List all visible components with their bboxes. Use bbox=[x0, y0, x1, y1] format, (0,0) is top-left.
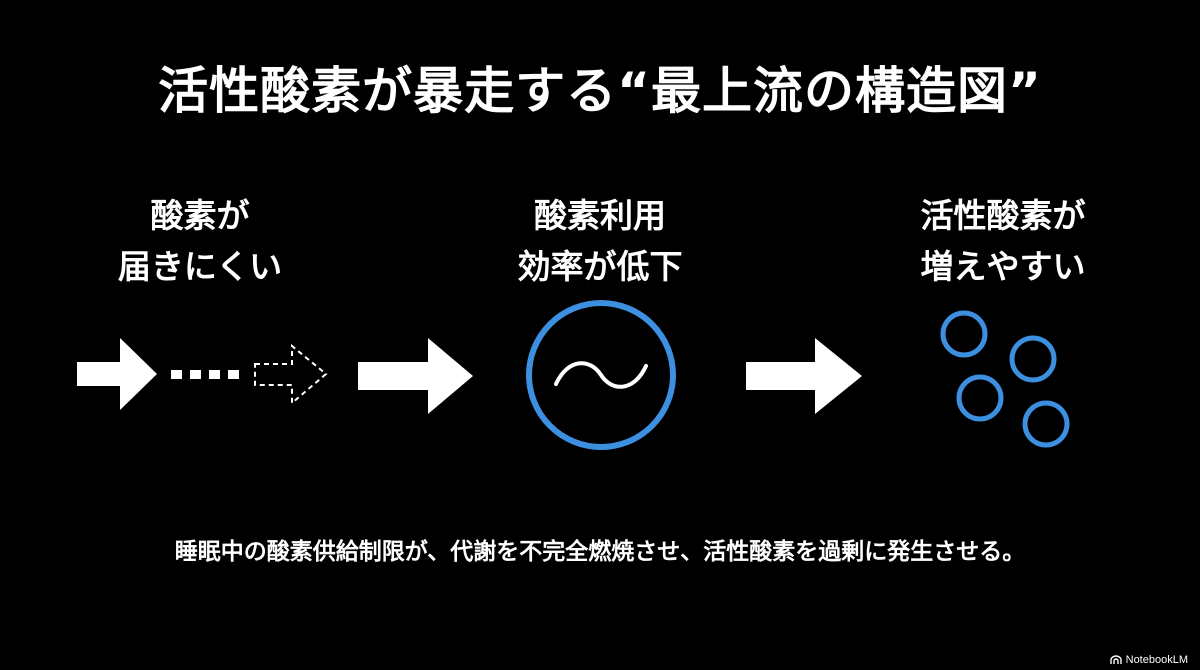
footer-brand-label: NotebookLM bbox=[1125, 654, 1188, 666]
efficiency-circle-icon bbox=[526, 300, 676, 450]
ros-bubbles-icon bbox=[940, 310, 1070, 448]
dashed-arrow-icon bbox=[254, 343, 328, 406]
bubble-icon bbox=[940, 310, 988, 358]
step-label-ros-increase: 活性酸素が 増えやすい bbox=[853, 190, 1153, 292]
arrow-icon bbox=[77, 338, 157, 410]
step-label-line: 増えやすい bbox=[920, 247, 1086, 286]
step-label-oxygen-efficiency: 酸素利用 効率が低下 bbox=[450, 190, 750, 292]
flow-diagram bbox=[77, 300, 1070, 450]
arrow-icon bbox=[358, 338, 473, 414]
caption-text: 睡眠中の酸素供給制限が、代謝を不完全燃焼させ、活性酸素を過剰に発生させる。 bbox=[174, 539, 1026, 565]
notebooklm-logo-icon bbox=[1109, 655, 1122, 664]
bubble-icon bbox=[956, 374, 1004, 422]
step-label-line: 酸素利用 bbox=[534, 196, 666, 235]
page-title: 活性酸素が暴走する“最上流の構造図” bbox=[158, 62, 1042, 120]
step-label-line: 酸素が bbox=[150, 196, 250, 235]
step-label-line: 活性酸素が bbox=[920, 196, 1086, 235]
step-label-line: 届きにくい bbox=[117, 247, 283, 286]
bubble-icon bbox=[1009, 335, 1057, 383]
step-label-line: 効率が低下 bbox=[517, 247, 683, 286]
footer-brand: NotebookLM bbox=[1109, 654, 1188, 666]
wave-icon bbox=[554, 361, 648, 389]
step-label-oxygen-delivery: 酸素が 届きにくい bbox=[50, 190, 350, 292]
dotted-line-icon bbox=[171, 370, 239, 379]
bubble-icon bbox=[1022, 400, 1070, 448]
arrow-icon bbox=[746, 338, 862, 414]
